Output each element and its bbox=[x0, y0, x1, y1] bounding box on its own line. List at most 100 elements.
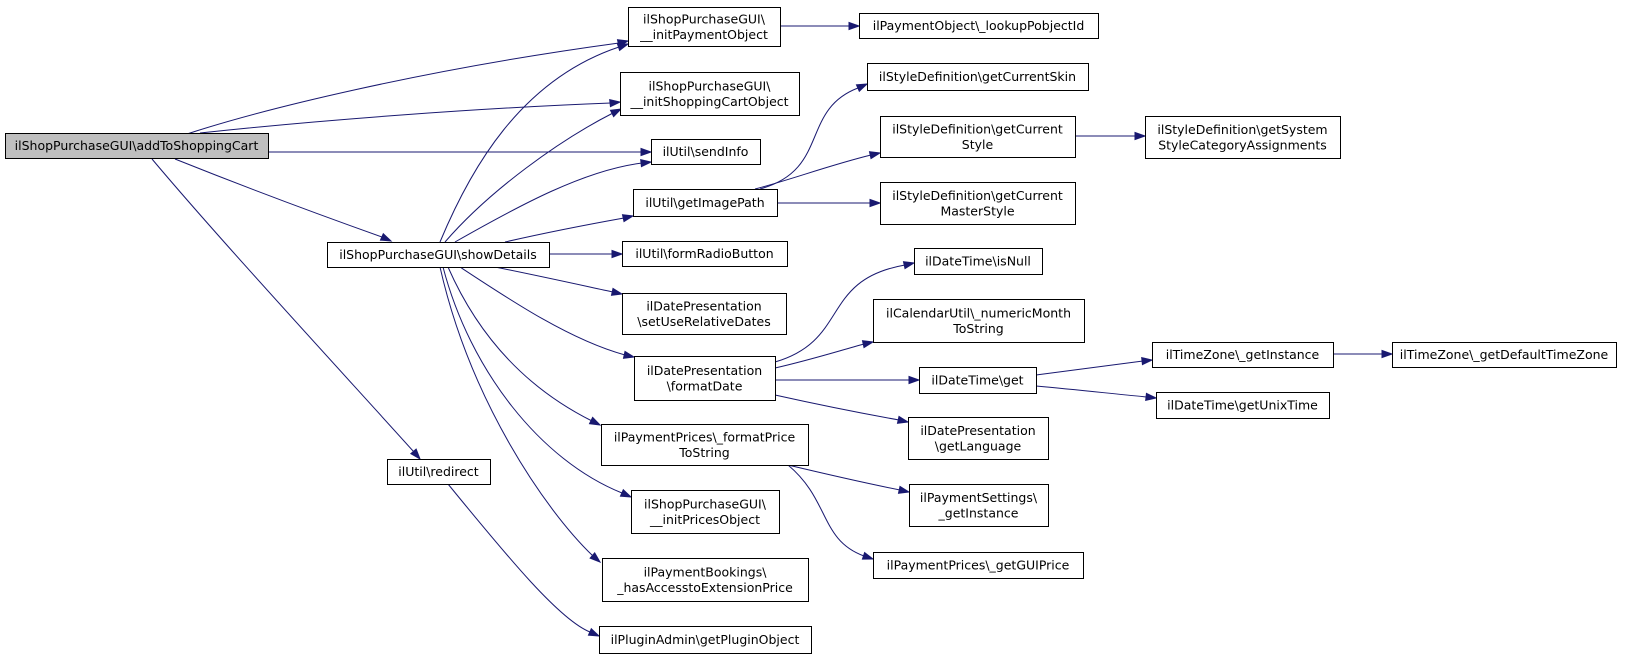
edge-layer bbox=[151, 21, 1394, 637]
node-box bbox=[1145, 116, 1341, 159]
edge-arrowhead bbox=[619, 488, 633, 498]
node-getUnixTime[interactable]: ilDateTime\getUnixTime bbox=[1156, 392, 1330, 419]
edge-line bbox=[754, 154, 872, 190]
edge-line bbox=[759, 87, 859, 190]
node-label-line: \formatDate bbox=[667, 378, 743, 393]
edge-arrowhead bbox=[588, 416, 602, 426]
edge-formatPriceToString-to-paymentSettingsInstance bbox=[787, 464, 911, 494]
edge-line bbox=[504, 217, 625, 243]
node-label-line: _getInstance bbox=[938, 505, 1019, 520]
edge-arrowhead bbox=[621, 214, 635, 223]
node-label-line: __initPaymentObject bbox=[639, 27, 768, 42]
edge-line bbox=[447, 266, 593, 422]
node-label-line: ToString bbox=[678, 445, 729, 460]
node-label-line: StyleCategoryAssignments bbox=[1158, 137, 1327, 152]
edge-arrowhead bbox=[587, 627, 601, 637]
node-label-line: \getLanguage bbox=[935, 438, 1022, 453]
node-box bbox=[867, 63, 1089, 91]
edge-arrowhead bbox=[616, 43, 630, 52]
edge-arrowhead bbox=[1134, 131, 1147, 141]
edge-line bbox=[787, 464, 901, 491]
node-initShoppingCartObject[interactable]: ilShopPurchaseGUI\__initShoppingCartObje… bbox=[620, 72, 800, 116]
node-setUseRelativeDates[interactable]: ilDatePresentation\setUseRelativeDates bbox=[622, 293, 787, 335]
edge-arrowhead bbox=[589, 551, 602, 563]
node-label-line: ilStyleDefinition\getSystem bbox=[1157, 122, 1327, 137]
edge-line bbox=[447, 483, 591, 633]
node-box bbox=[651, 139, 761, 165]
node-box bbox=[1392, 342, 1617, 368]
edge-addToShoppingCart-to-sendInfo bbox=[267, 147, 653, 157]
edge-arrowhead bbox=[409, 448, 421, 461]
edge-getTimeZoneInstance-to-getDefaultTimeZone bbox=[1332, 349, 1394, 359]
edge-line bbox=[1035, 385, 1148, 398]
edge-arrowhead bbox=[1145, 392, 1158, 402]
edge-arrowhead bbox=[609, 98, 622, 108]
node-initPricesObject[interactable]: ilShopPurchaseGUI\__initPricesObject bbox=[631, 490, 780, 534]
node-getTimeZoneInstance[interactable]: ilTimeZone\_getInstance bbox=[1152, 342, 1334, 368]
node-lookupPobjectId[interactable]: ilPaymentObject\_lookupPobjectId bbox=[859, 13, 1099, 39]
node-formRadioButton[interactable]: ilUtil\formRadioButton bbox=[622, 241, 788, 267]
edge-line bbox=[774, 343, 865, 369]
node-getSystemStyleCategoryAssignments[interactable]: ilStyleDefinition\getSystemStyleCategory… bbox=[1145, 116, 1341, 159]
node-box bbox=[919, 367, 1037, 394]
edge-line bbox=[774, 264, 906, 363]
node-label-line: ToString bbox=[952, 321, 1003, 336]
node-label-line: __initPricesObject bbox=[649, 512, 760, 527]
node-box bbox=[908, 417, 1049, 460]
node-label-line: ilCalendarUtil\_numericMonth bbox=[886, 305, 1071, 320]
edge-arrowhead bbox=[897, 485, 911, 494]
node-getImagePath[interactable]: ilUtil\getImagePath bbox=[633, 189, 778, 217]
node-box bbox=[880, 182, 1076, 225]
edge-arrowhead bbox=[908, 375, 921, 385]
edge-arrowhead bbox=[1381, 349, 1394, 359]
edge-arrowhead bbox=[855, 83, 869, 93]
node-sendInfo[interactable]: ilUtil\sendInfo bbox=[651, 139, 761, 165]
edge-addToShoppingCart-to-showDetails bbox=[174, 158, 393, 242]
node-label-line: ilPaymentSettings\ bbox=[920, 490, 1038, 505]
node-getCurrentSkin[interactable]: ilStyleDefinition\getCurrentSkin bbox=[867, 63, 1089, 91]
node-formatDate[interactable]: ilDatePresentation\formatDate bbox=[634, 356, 776, 401]
node-label-line: _hasAccesstoExtensionPrice bbox=[616, 580, 793, 595]
node-box bbox=[622, 293, 787, 335]
node-box bbox=[601, 424, 809, 466]
node-getDefaultTimeZone[interactable]: ilTimeZone\_getDefaultTimeZone bbox=[1392, 342, 1617, 368]
edge-arrowhead bbox=[609, 108, 623, 118]
node-isNull[interactable]: ilDateTime\isNull bbox=[914, 248, 1043, 275]
node-getPluginObject[interactable]: ilPluginAdmin\getPluginObject bbox=[599, 626, 812, 654]
edge-arrowhead bbox=[861, 340, 875, 349]
edge-line bbox=[494, 266, 614, 293]
node-label-line: ilPluginAdmin\getPluginObject bbox=[611, 632, 800, 647]
node-label-line: ilShopPurchaseGUI\showDetails bbox=[339, 247, 537, 262]
edge-line bbox=[787, 464, 865, 557]
node-getGUIPrice[interactable]: ilPaymentPrices\_getGUIPrice bbox=[873, 552, 1084, 579]
edge-showDetails-to-initPricesObject bbox=[442, 266, 633, 498]
edge-showDetails-to-hasAccesstoExtensionPrice bbox=[439, 266, 602, 563]
edge-arrowhead bbox=[640, 147, 653, 157]
node-label-line: Style bbox=[962, 137, 994, 152]
node-hasAccesstoExtensionPrice[interactable]: ilPaymentBookings\_hasAccesstoExtensionP… bbox=[602, 558, 809, 602]
node-dateTimeGet[interactable]: ilDateTime\get bbox=[919, 367, 1037, 394]
edge-formatDate-to-dateTimeGet bbox=[774, 375, 921, 385]
node-paymentSettingsInstance[interactable]: ilPaymentSettings\_getInstance bbox=[909, 484, 1049, 527]
node-label-line: __initShoppingCartObject bbox=[629, 94, 788, 109]
edge-showDetails-to-formatDate bbox=[459, 266, 636, 359]
edge-addToShoppingCart-to-initShoppingCartObject bbox=[199, 98, 622, 134]
node-redirect[interactable]: ilUtil\redirect bbox=[387, 459, 491, 485]
node-label-line: ilPaymentPrices\_getGUIPrice bbox=[887, 558, 1070, 573]
node-showDetails[interactable]: ilShopPurchaseGUI\showDetails bbox=[327, 242, 550, 268]
node-box bbox=[622, 241, 788, 267]
node-layer: ilShopPurchaseGUI\addToShoppingCart ilSho… bbox=[5, 7, 1617, 654]
node-getLanguage[interactable]: ilDatePresentation\getLanguage bbox=[908, 417, 1049, 460]
edge-arrowhead bbox=[622, 350, 636, 359]
edge-formatDate-to-numericMonthToString bbox=[774, 340, 875, 369]
node-label-line: ilShopPurchaseGUI\ bbox=[649, 78, 772, 93]
node-addToShoppingCart[interactable]: ilShopPurchaseGUI\addToShoppingCart bbox=[5, 133, 269, 159]
edge-getCurrentStyle-to-getSystemStyleCategoryAssignments bbox=[1075, 131, 1147, 141]
node-initPaymentObject[interactable]: ilShopPurchaseGUI\__initPaymentObject bbox=[628, 7, 781, 47]
edge-line bbox=[774, 394, 900, 421]
edge-showDetails-to-initShoppingCartObject bbox=[444, 108, 623, 243]
